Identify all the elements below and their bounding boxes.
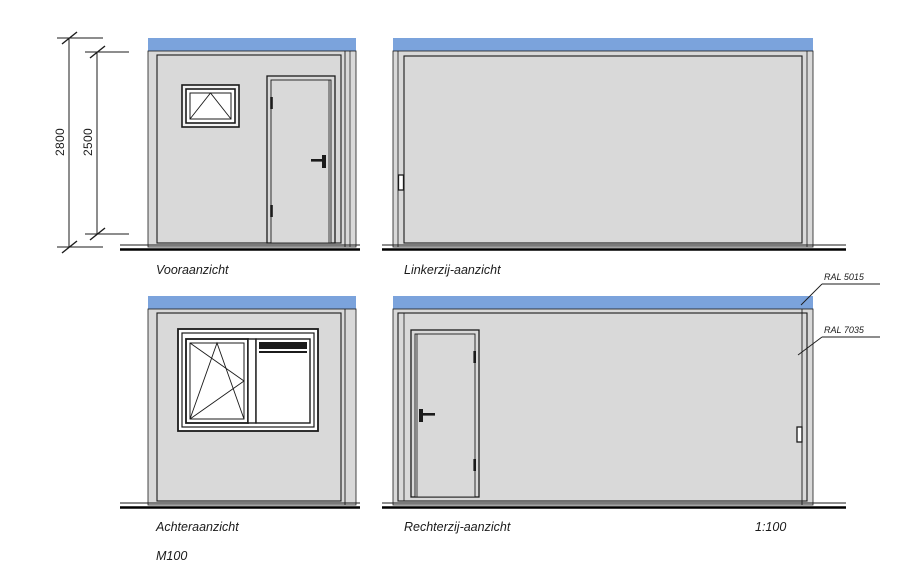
door-hinge-top — [270, 97, 273, 109]
cut-off-text: M100 — [156, 549, 187, 563]
wall-inner-outline-rear — [156, 312, 342, 502]
door-right — [410, 329, 480, 498]
door-handle-front — [311, 155, 326, 168]
window-hopper-front — [181, 84, 240, 128]
annotation-ral-5015: RAL 5015 — [800, 272, 880, 306]
view-front: Vooraanzicht — [120, 38, 360, 277]
view-left: Linkerzij-aanzicht — [382, 38, 846, 277]
wall-inner-outline-right — [397, 312, 808, 502]
dimension-label-2500: 2500 — [81, 128, 95, 156]
window-mullion — [247, 338, 257, 424]
roof-band-left — [393, 38, 813, 51]
window-sash-left — [185, 338, 249, 424]
view-rear: Achteraanzicht M100 — [120, 296, 360, 563]
dimension-group: 2800 2500 — [53, 31, 129, 254]
scale-label: 1:100 — [755, 520, 786, 534]
door-hinge-top-right — [473, 351, 476, 363]
wall-vent-right — [796, 426, 803, 443]
wall-inner-outline-front — [156, 54, 342, 244]
wall-left — [392, 50, 814, 248]
tilt-opening-symbol — [189, 341, 245, 420]
leader-line-ral-7035 — [797, 336, 823, 356]
leader-line-ral-5015 — [800, 283, 823, 306]
ground-line-right — [382, 502, 846, 509]
ral-7035-label: RAL 7035 — [824, 325, 865, 335]
wall-inner-outline-left — [403, 55, 803, 244]
view-right: Rechterzij-aanzicht 1:100 — [382, 296, 846, 534]
roof-band-rear — [148, 296, 356, 309]
roof-band-front — [148, 38, 356, 51]
view-label-left: Linkerzij-aanzicht — [404, 263, 501, 277]
door-hinge-bottom — [270, 205, 273, 217]
ground-line-left — [382, 244, 846, 251]
window-vent-strip — [259, 342, 307, 349]
view-label-right: Rechterzij-aanzicht — [404, 520, 511, 534]
hopper-opening-symbol — [189, 92, 232, 120]
window-tilt-turn-rear — [177, 328, 319, 432]
window-pane-fixed — [255, 338, 311, 424]
wall-vent-left — [397, 174, 405, 191]
ground-line-rear — [120, 502, 360, 509]
view-label-rear: Achteraanzicht — [155, 520, 239, 534]
ral-5015-label: RAL 5015 — [824, 272, 865, 282]
door-front — [266, 75, 336, 244]
annotation-ral-7035: RAL 7035 — [797, 325, 880, 356]
roof-band-right — [393, 296, 813, 309]
dimension-2800: 2800 — [53, 31, 103, 254]
dimension-2500: 2500 — [81, 45, 129, 241]
turn-opening-symbol — [189, 342, 245, 420]
view-label-front: Vooraanzicht — [156, 263, 229, 277]
ground-line-front — [120, 244, 360, 251]
door-handle-right — [419, 409, 435, 422]
door-hinge-bottom-right — [473, 459, 476, 471]
dimension-label-2800: 2800 — [53, 128, 67, 156]
